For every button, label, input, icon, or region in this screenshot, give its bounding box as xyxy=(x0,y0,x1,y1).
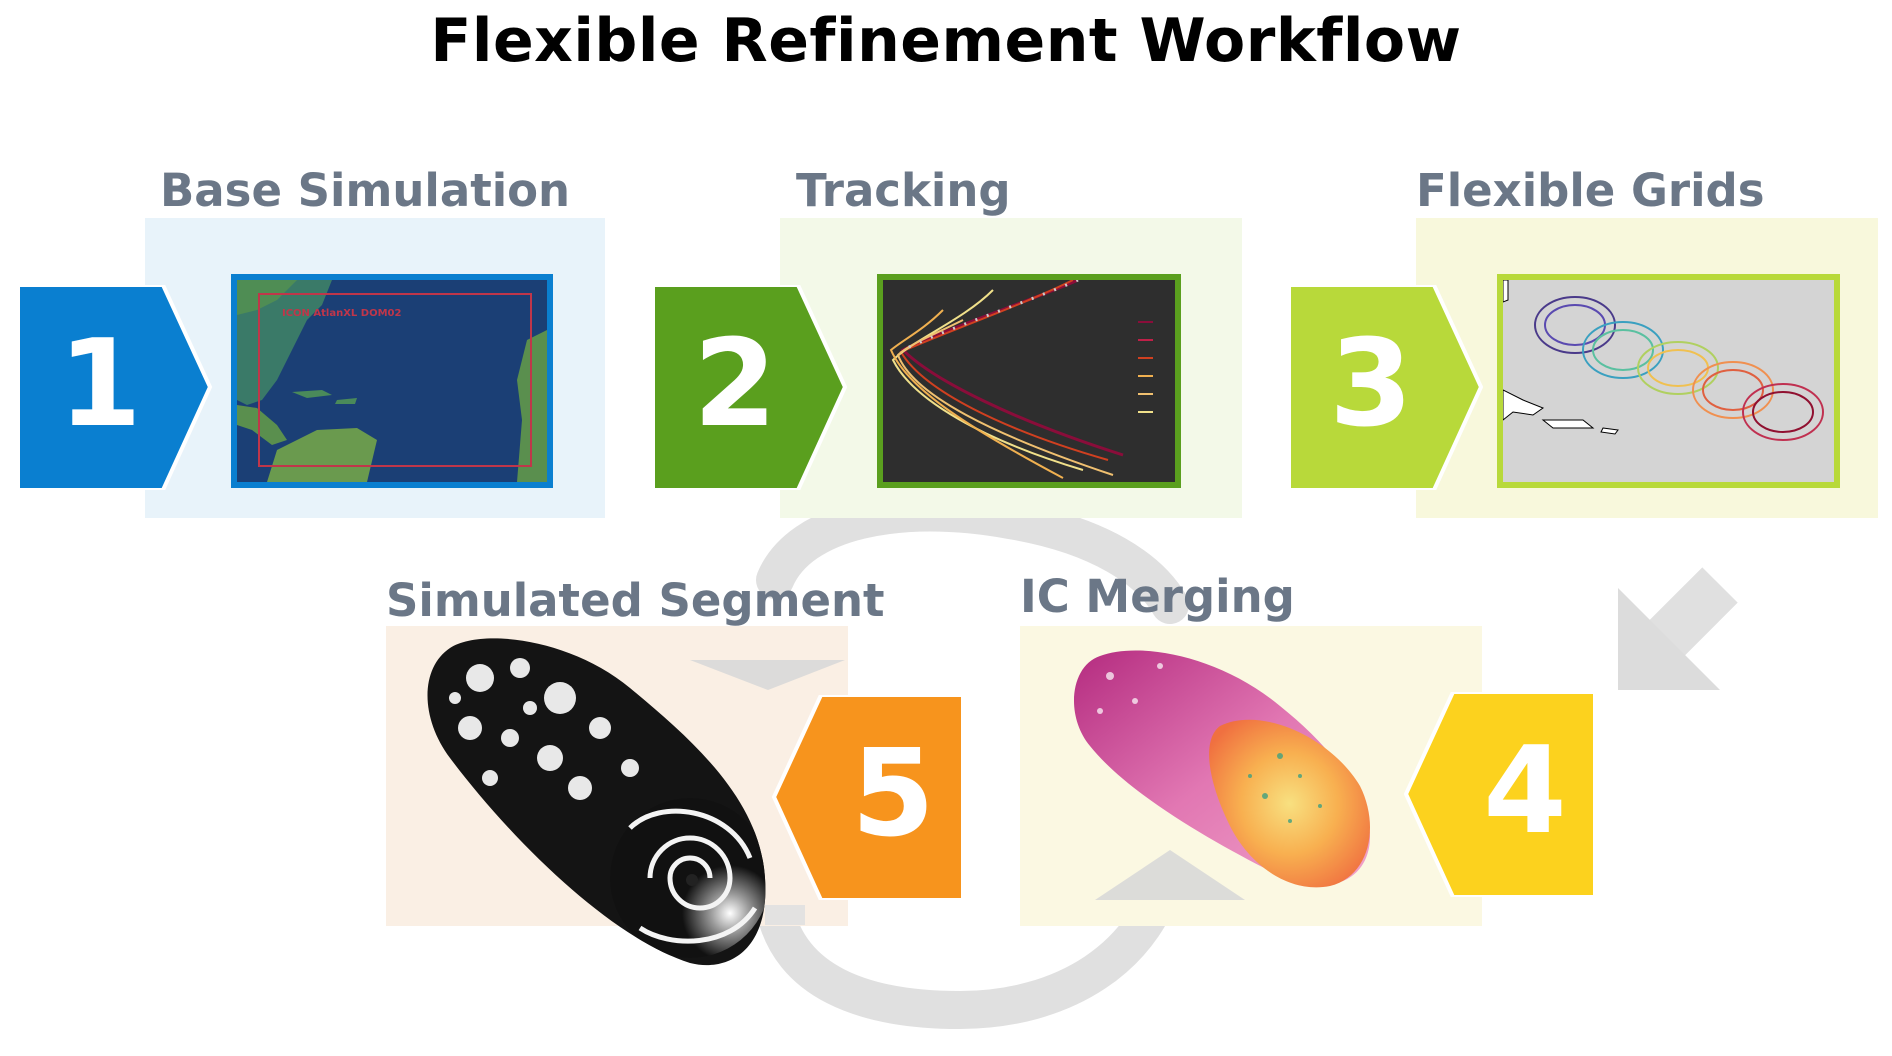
stage-3-number: 3 xyxy=(1329,315,1413,454)
stage-4-number: 4 xyxy=(1483,722,1567,861)
stage-4-label: IC Merging xyxy=(1020,570,1295,623)
stage-3-badge: 3 xyxy=(1289,285,1484,490)
ic-merging-image xyxy=(1070,646,1380,894)
stage-2-label: Tracking xyxy=(796,164,1011,217)
map-overlay-text: ICON AtlanXL DOM02 xyxy=(282,308,402,319)
stage-1-number: 1 xyxy=(58,315,142,454)
stage-3-label: Flexible Grids xyxy=(1416,164,1765,217)
stage-5-badge: 5 xyxy=(771,695,966,900)
stage-5-number: 5 xyxy=(851,725,935,864)
base-simulation-map: ICON AtlanXL DOM02 xyxy=(231,274,553,488)
tracking-plot xyxy=(877,274,1181,488)
simulated-segment-image xyxy=(410,628,778,970)
stage-1-badge: 1 xyxy=(18,285,213,490)
stage-5-label: Simulated Segment xyxy=(386,574,885,627)
stage-1-label: Base Simulation xyxy=(160,164,571,217)
stage-2-badge: 2 xyxy=(653,285,848,490)
stage-2-number: 2 xyxy=(693,315,777,454)
flexible-grids-plot xyxy=(1497,274,1840,488)
diagram-title: Flexible Refinement Workflow xyxy=(430,6,1462,76)
stage-4-badge: 4 xyxy=(1403,692,1598,897)
